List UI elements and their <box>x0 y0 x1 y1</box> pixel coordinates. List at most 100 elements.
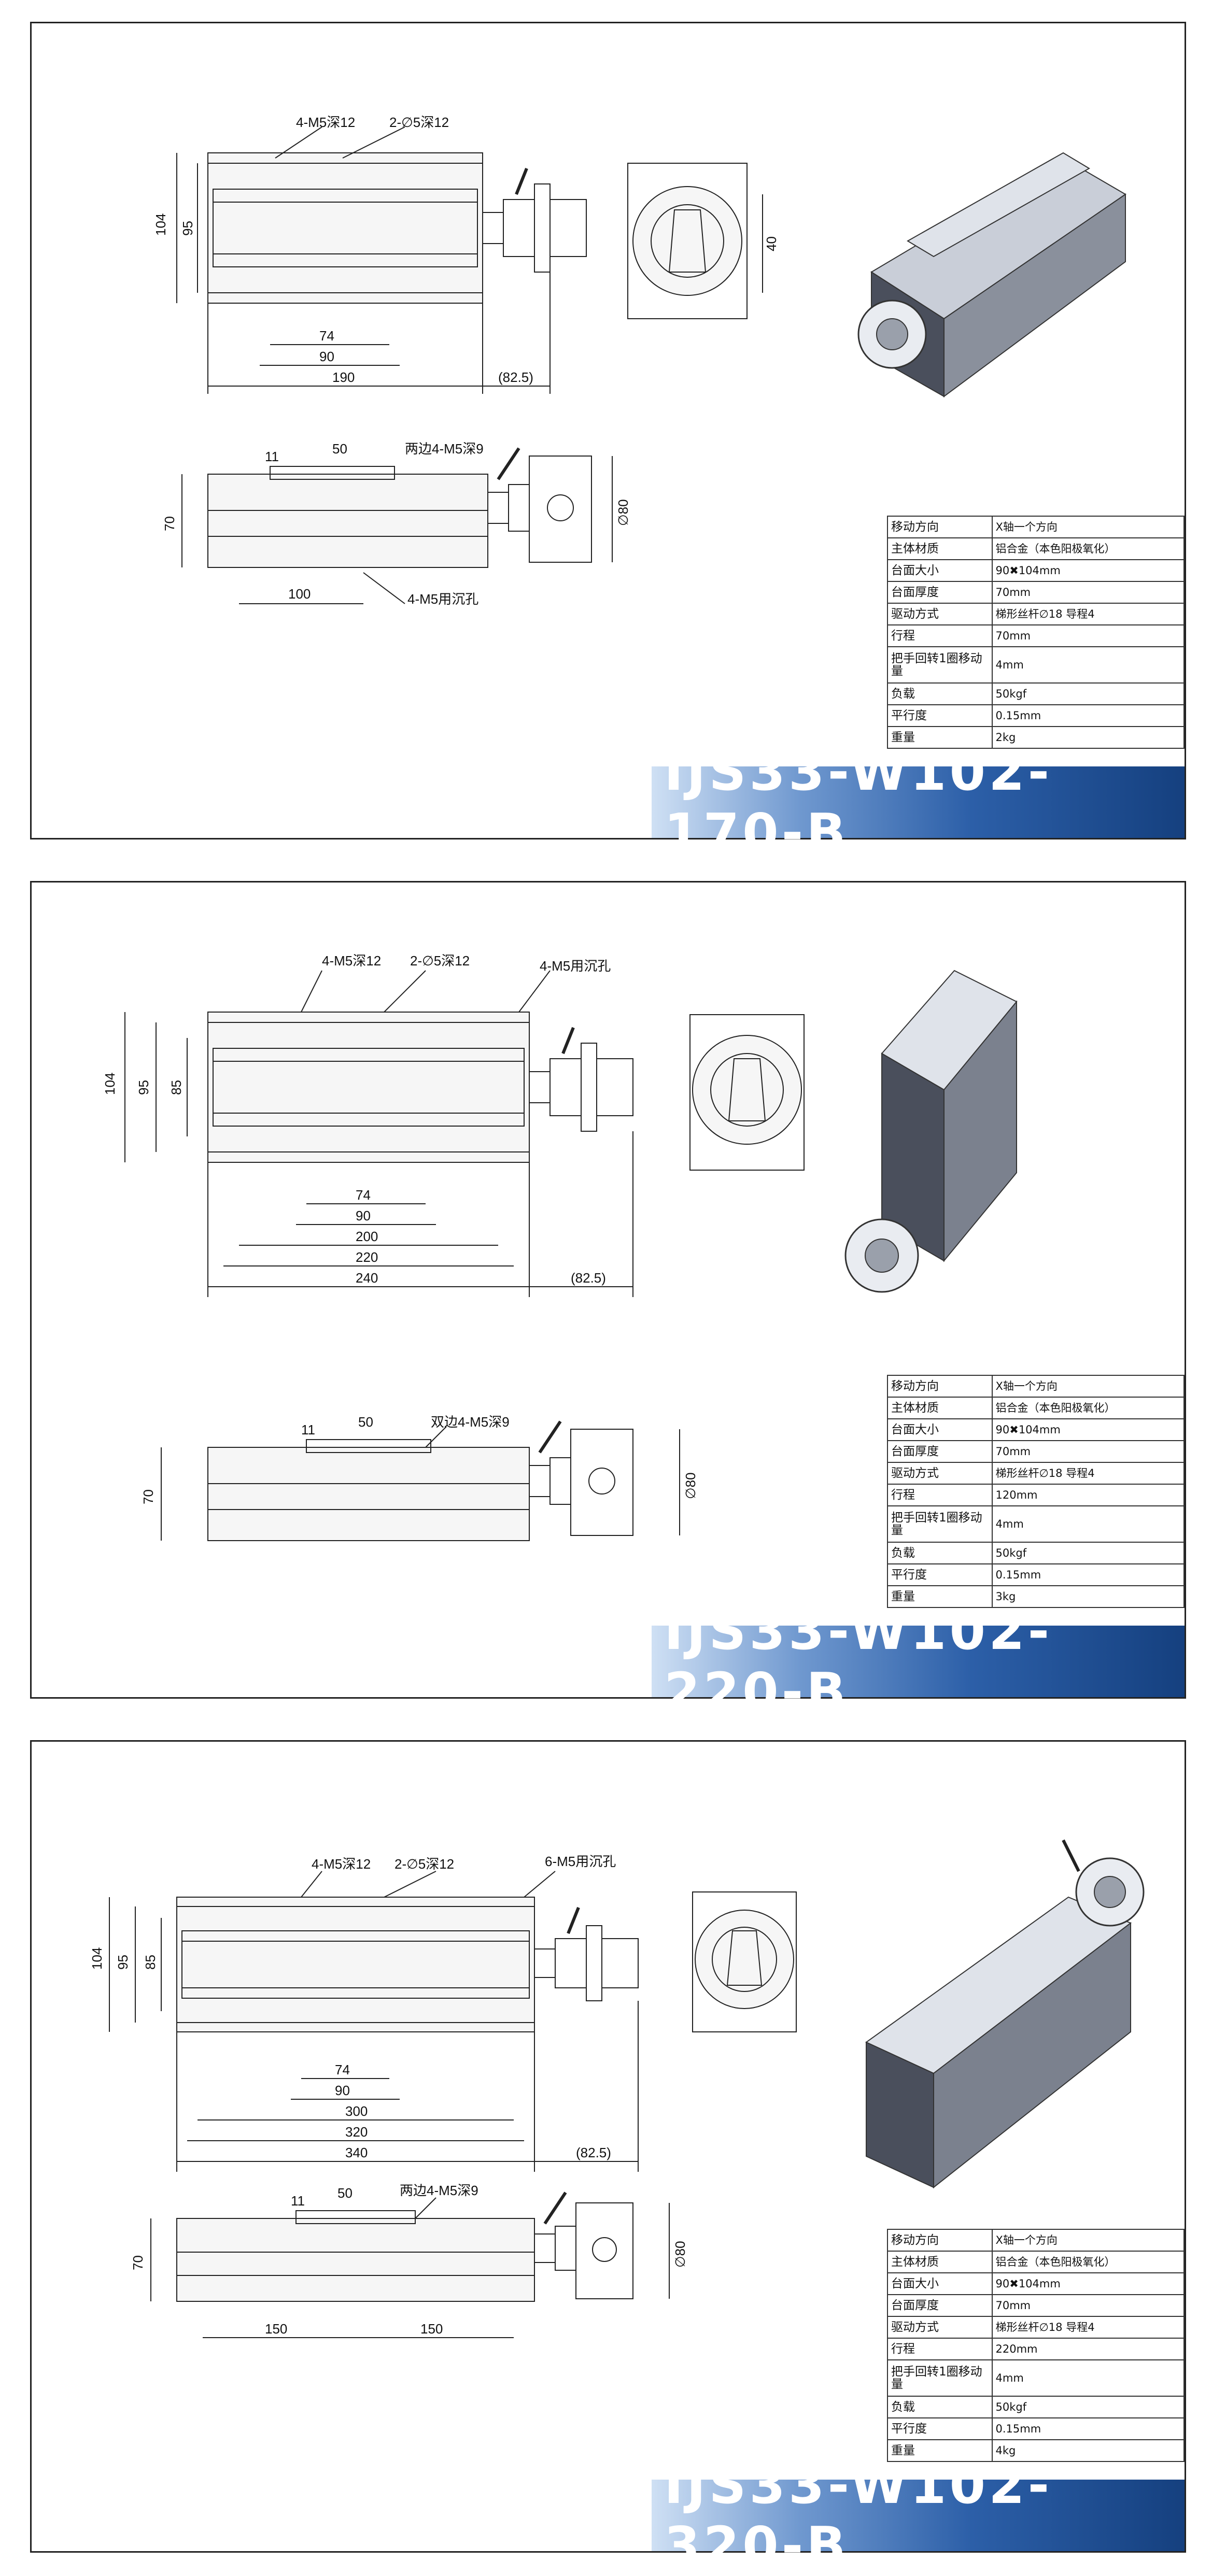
dim-w2: 90 <box>356 1208 371 1223</box>
spec-key: 重量 <box>887 726 993 749</box>
spec-value: X轴一个方向 <box>991 1375 1185 1398</box>
dim-11: 11 <box>301 1422 315 1438</box>
spec-value: 梯形丝杆∅18 导程4 <box>991 603 1185 625</box>
dim-handle: (82.5) <box>576 2145 611 2160</box>
dim-total: 190 <box>332 369 355 385</box>
spec-value: 70mm <box>991 581 1185 604</box>
spec-key: 台面大小 <box>887 1418 993 1441</box>
dim-height-outer: 104 <box>102 1073 118 1095</box>
spec-key: 台面大小 <box>887 559 993 582</box>
spec-key: 行程 <box>887 2338 993 2360</box>
spec-value: 50kgf <box>991 682 1185 705</box>
spec-key: 主体材质 <box>887 2251 993 2273</box>
technical-drawing-3: 4-M5深12 2-∅5深12 6-M5用沉孔 104 95 85 74 90 … <box>89 1839 1145 2338</box>
spec-key: 台面厚度 <box>887 2294 993 2317</box>
spec-value: 70mm <box>991 1440 1185 1463</box>
callout-bottom: 4-M5用沉孔 <box>407 591 478 607</box>
spec-value: X轴一个方向 <box>991 2229 1185 2252</box>
spec-value: 220mm <box>991 2338 1185 2360</box>
spec-key: 台面大小 <box>887 2272 993 2295</box>
spec-value: 4mm <box>991 646 1185 684</box>
dim-w2: 90 <box>335 2083 350 2098</box>
spec-key: 平行度 <box>887 704 993 727</box>
spec-row: 主体材质铝合金（本色阳极氧化） <box>887 2251 1185 2273</box>
dim-side-height: 70 <box>140 1489 156 1504</box>
callout-holes: 4-M5深12 <box>312 1856 371 1872</box>
dim-50: 50 <box>358 1414 373 1430</box>
spec-key: 主体材质 <box>887 1397 993 1419</box>
callout-pins: 2-∅5深12 <box>394 1856 454 1872</box>
spec-value: 2kg <box>991 726 1185 749</box>
spec-key: 移动方向 <box>887 2229 993 2252</box>
spec-key: 驱动方式 <box>887 1462 993 1485</box>
spec-value: 铝合金（本色阳极氧化） <box>991 537 1185 560</box>
spec-value: 90✖104mm <box>991 1418 1185 1441</box>
spec-key: 驱动方式 <box>887 603 993 625</box>
spec-key: 台面厚度 <box>887 581 993 604</box>
dim-40: 40 <box>764 236 779 251</box>
callout-top: 两边4-M5深9 <box>405 441 484 457</box>
dim-height-third: 85 <box>168 1080 184 1095</box>
spec-key: 重量 <box>887 1585 993 1608</box>
spec-key: 把手回转1圈移动量 <box>887 1505 993 1543</box>
spec-key: 重量 <box>887 2439 993 2462</box>
dim-diameter: ∅80 <box>615 499 631 526</box>
spec-key: 平行度 <box>887 1563 993 1586</box>
model-banner-1: IJS33-W102-170-B <box>652 742 1185 863</box>
spec-value: 90✖104mm <box>991 2272 1185 2295</box>
model-banner-2: IJS33-W102-220-B <box>652 1601 1185 1722</box>
dim-height-third: 85 <box>143 1955 158 1970</box>
spec-key: 主体材质 <box>887 537 993 560</box>
spec-value: 0.15mm <box>991 2417 1185 2440</box>
spec-value: 铝合金（本色阳极氧化） <box>991 2251 1185 2273</box>
dim-height-inner: 95 <box>136 1080 151 1095</box>
dim-bottom-2: 150 <box>420 2321 443 2337</box>
spec-row: 驱动方式梯形丝杆∅18 导程4 <box>887 1462 1185 1485</box>
dim-w2: 90 <box>319 349 334 364</box>
callout-top: 两边4-M5深9 <box>400 2183 478 2198</box>
spec-value: 梯形丝杆∅18 导程4 <box>991 1462 1185 1485</box>
dim-diameter: ∅80 <box>683 1472 698 1499</box>
dim-height-outer: 104 <box>89 1947 105 1970</box>
dim-w4: 320 <box>345 2124 368 2140</box>
dim-11: 11 <box>265 449 279 464</box>
spec-key: 行程 <box>887 624 993 647</box>
spec-value: 铝合金（本色阳极氧化） <box>991 1397 1185 1419</box>
spec-value: 4kg <box>991 2439 1185 2462</box>
dim-50: 50 <box>337 2185 353 2201</box>
dim-total: 240 <box>356 1270 378 1286</box>
callout-side: 4-M5用沉孔 <box>540 958 611 974</box>
dim-50: 50 <box>332 441 347 457</box>
dim-handle: (82.5) <box>498 369 533 385</box>
dim-w4: 220 <box>356 1249 378 1265</box>
technical-drawing-2: 4-M5深12 2-∅5深12 4-M5用沉孔 104 95 85 74 90 … <box>102 953 1018 1541</box>
callout-side: 6-M5用沉孔 <box>545 1854 616 1869</box>
model-name: IJS33-W102-320-B <box>664 2455 1053 2576</box>
callout-holes: 4-M5深12 <box>322 953 381 969</box>
callout-pins: 2-∅5深12 <box>389 115 449 130</box>
spec-value: 梯形丝杆∅18 导程4 <box>991 2316 1185 2339</box>
drawing-sheet-3: 4-M5深12 2-∅5深12 6-M5用沉孔 104 95 85 74 90 … <box>30 1740 1186 2576</box>
drawing-sheet-1: 4-M5深12 2-∅5深12 104 95 74 90 190 (82.5) … <box>30 22 1186 863</box>
